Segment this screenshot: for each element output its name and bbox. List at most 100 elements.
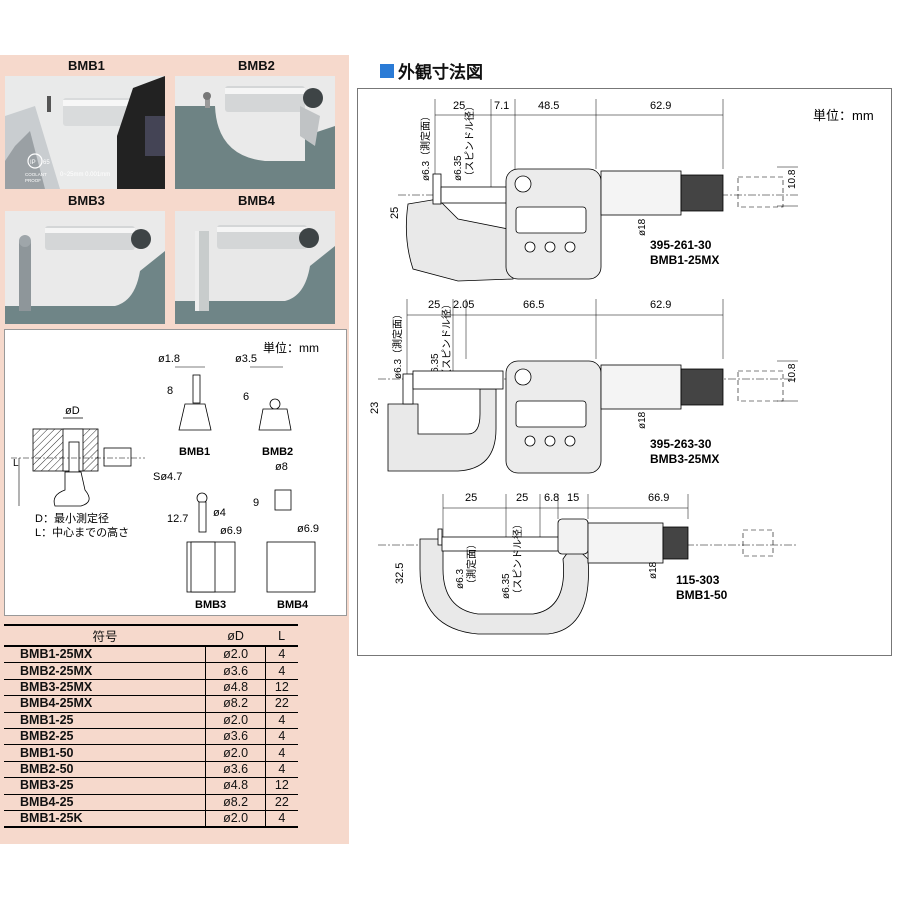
photo-label-bmb1: BMB1	[68, 58, 105, 73]
d3-dim-3: 15	[567, 492, 579, 504]
cell-diameter: ø8.2	[205, 695, 266, 713]
d2-code: BMB3-25MX	[650, 452, 719, 466]
d3-model: 115-303	[676, 573, 720, 587]
cell-l: 4	[264, 662, 298, 680]
cell-diameter: ø3.6	[205, 662, 266, 680]
range-text: 0~25mm 0.001mm	[60, 172, 110, 178]
cell-code: BMB4-25	[4, 794, 206, 811]
cell-l: 4	[264, 728, 298, 746]
d3-dim-4: 66.9	[648, 492, 669, 504]
cell-l: 22	[264, 695, 298, 713]
d1-d18: ø18	[637, 218, 648, 236]
photo-label-bmb3: BMB3	[68, 193, 105, 208]
d2-h: 23	[369, 402, 381, 414]
cell-diameter: ø3.6	[205, 728, 266, 746]
cell-code: BMB4-25MX	[4, 695, 206, 713]
cell-l: 4	[264, 646, 298, 664]
d3-dim-2: 6.8	[544, 492, 559, 504]
photo-label-bmb4: BMB4	[238, 193, 275, 208]
d2-d18: ø18	[637, 411, 648, 429]
cell-diameter: ø4.8	[205, 777, 266, 795]
l-label: L	[13, 458, 19, 469]
d1-dim-3: 62.9	[650, 100, 671, 112]
cell-l: 4	[264, 712, 298, 729]
d2-dim-0: 25	[428, 299, 440, 311]
photo-label-bmb2: BMB2	[238, 58, 275, 73]
drawing-frame: 単位：mm 25 7.1 48.5 62.9 ø6.3（測定面） ø6.35 （…	[357, 88, 892, 656]
d1-phi635: ø6.35	[453, 155, 464, 181]
d3-phi63: ø6.3	[455, 569, 466, 589]
d2-model: 395-263-30	[650, 437, 712, 451]
bmb3-s: Sø4.7	[153, 471, 182, 483]
legend-l: L：中心までの高さ	[35, 525, 129, 539]
title-square-icon	[380, 63, 394, 78]
proof-text: PROOF	[25, 178, 41, 183]
bmb4-h: 9	[253, 497, 259, 509]
cell-code: BMB1-25K	[4, 810, 206, 829]
d2-phi63: ø6.3（測定面）	[391, 309, 404, 379]
cell-code: BMB2-25MX	[4, 662, 206, 680]
d2-dim-1: 2.05	[453, 299, 474, 311]
cell-code: BMB1-25	[4, 712, 206, 729]
cell-l: 22	[264, 794, 298, 811]
d2-dim-2: 66.5	[523, 299, 544, 311]
bmb4-d69: ø6.9	[297, 523, 319, 535]
coolant-text: COOLANT	[25, 172, 47, 177]
d1-model: 395-261-30	[650, 238, 712, 252]
bmb4-name: BMB4	[277, 599, 309, 611]
d1-code: BMB1-25MX	[650, 253, 719, 267]
legend-d: D：最小測定径	[35, 511, 109, 525]
d2-spindle: （スピンドル径）	[440, 299, 453, 379]
cell-code: BMB3-25	[4, 777, 206, 795]
photo-bmb1: IP 65 COOLANT PROOF 0~25mm 0.001mm	[5, 76, 165, 189]
cell-diameter: ø2.0	[205, 744, 266, 762]
cell-code: BMB2-25	[4, 728, 206, 746]
d1-dim-1: 7.1	[494, 100, 509, 112]
d3-dim-0: 25	[465, 492, 477, 504]
section-title: 外観寸法図	[380, 58, 483, 83]
cell-diameter: ø2.0	[205, 646, 266, 664]
bmb1-name: BMB1	[179, 446, 210, 458]
d3-spindle: （スピンドル径）	[511, 519, 524, 599]
bmb3-name: BMB3	[195, 599, 226, 611]
bmb4-d8: ø8	[275, 461, 288, 473]
cell-l: 4	[264, 744, 298, 762]
d3-h: 32.5	[394, 563, 406, 584]
cell-l: 4	[264, 810, 298, 829]
cell-l: 4	[264, 761, 298, 779]
cell-l: 12	[264, 777, 298, 795]
d1-108: 10.8	[787, 169, 798, 189]
d2-108: 10.8	[787, 363, 798, 383]
col-l-header: L	[265, 624, 298, 647]
anvil-dimension-diagram: 単位：mm øD L D：最小測定径 L：中心までの高さ ø1.8 8 BMB1…	[4, 329, 347, 616]
bmb2-d: ø3.5	[235, 353, 257, 365]
cell-diameter: ø2.0	[205, 810, 266, 829]
cell-diameter: ø3.6	[205, 761, 266, 779]
bmb2-name: BMB2	[262, 446, 293, 458]
ip-text: IP	[30, 160, 36, 166]
d2-dim-3: 62.9	[650, 299, 671, 311]
d1-phi63: ø6.3（測定面）	[419, 111, 432, 181]
right-unit: 単位：mm	[813, 108, 874, 123]
d3-phi635: ø6.35	[501, 573, 512, 599]
cell-diameter: ø4.8	[205, 679, 266, 697]
bmb1-d: ø1.8	[158, 353, 180, 365]
cell-code: BMB1-25MX	[4, 646, 206, 664]
diagram-unit: 単位：mm	[263, 340, 319, 355]
drawing-115-303: 25 25 6.8 15 66.9 ø6.3 （測定面） ø6.35 （スピンド…	[378, 492, 798, 635]
col-d-header: øD	[205, 624, 266, 647]
bmb2-h: 6	[243, 391, 249, 403]
bmb3-h: 12.7	[167, 513, 188, 525]
photo-bmb2	[175, 76, 335, 189]
drawing-395-261-30: 25 7.1 48.5 62.9 ø6.3（測定面） ø6.35 （スピンドル径…	[389, 99, 798, 282]
d1-h: 25	[389, 207, 401, 219]
bmb3-d69: ø6.9	[220, 525, 242, 537]
